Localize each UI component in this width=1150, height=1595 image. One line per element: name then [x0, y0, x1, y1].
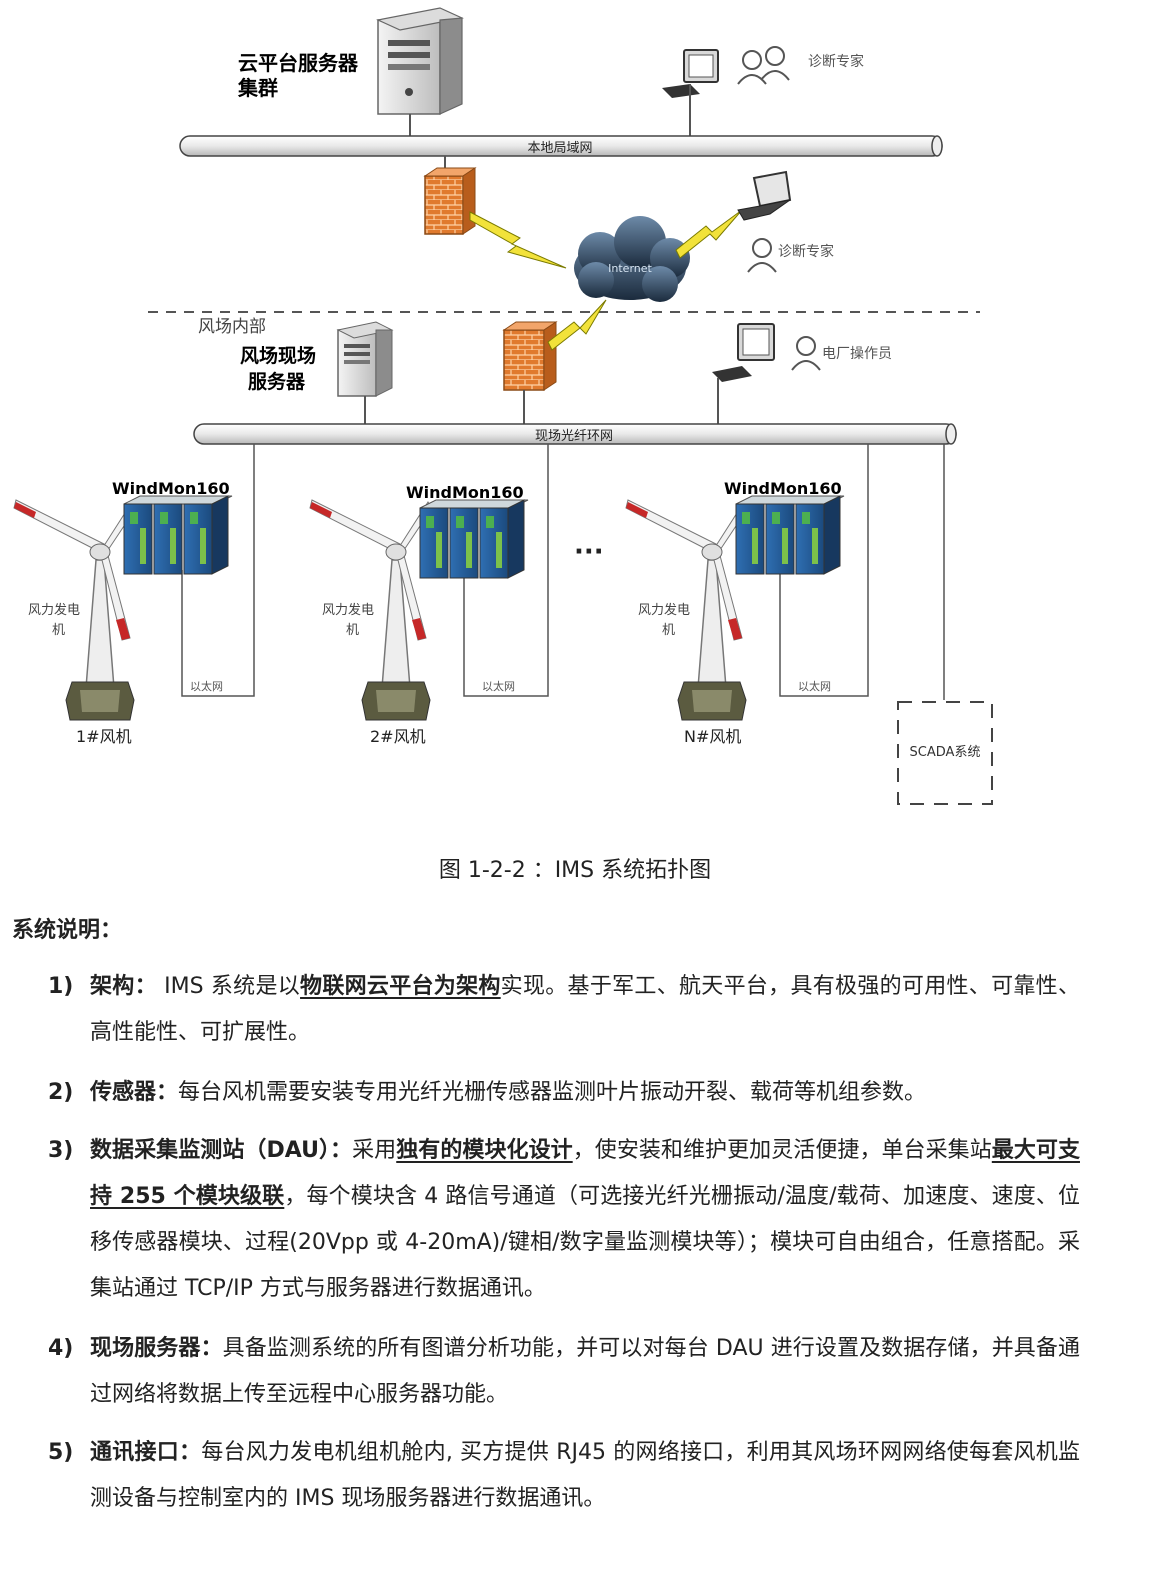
internet-cloud-icon	[574, 216, 690, 302]
cloud-server-label-1: 云平台服务器	[238, 51, 359, 75]
ethernet-label-2: 以太网	[482, 680, 515, 693]
item-text: 每台风力发电机组机舱内, 买方提供 RJ45 的网络接口，利用其风场环网网络使每…	[90, 1440, 1080, 1511]
windmon-dau-icon	[735, 495, 845, 575]
item-emphasis: 物联网云平台为架构	[300, 974, 501, 999]
firewall-icon	[423, 167, 477, 235]
item-number: 1)	[48, 974, 74, 999]
cloud-server-label-2: 集群	[237, 76, 278, 100]
item-emphasis: 最大可支持 255 个模块级联	[90, 1138, 1080, 1209]
list-item: 1) 架构： IMS 系统是以物联网云平台为架构实现。基于军工、航天平台，具有极…	[48, 964, 1080, 1056]
scada-label: SCADA系统	[910, 745, 981, 760]
cloud-server-icon	[376, 7, 464, 115]
item-text: 实现。基于军工、航天平台，具有极强的可用性、可靠性、高性能性、可扩展性。	[90, 974, 1080, 1045]
item-number: 4)	[48, 1336, 74, 1361]
wind-turbine-n	[625, 499, 749, 721]
windmon-dau-icon	[123, 495, 233, 575]
workstation-icon	[712, 323, 775, 382]
wind-farm-inside-label: 风场内部	[198, 317, 266, 337]
list-item: 5) 通讯接口：每台风力发电机组机舱内, 买方提供 RJ45 的网络接口，利用其…	[48, 1430, 1080, 1522]
turbine-type-label-nb: 机	[662, 623, 675, 638]
wind-turbine-1	[13, 499, 137, 721]
ims-topology-diagram: 云平台服务器 集群 诊断专家 本地局域网 Internet	[13, 7, 993, 805]
diag-expert-label-1: 诊断专家	[808, 53, 864, 70]
item-text: 具备监测系统的所有图谱分析功能，并可以对每台 DAU 进行设置及数据存储，并具备…	[90, 1336, 1080, 1407]
internet-label: Internet	[608, 262, 652, 275]
fiber-ring-bus	[193, 423, 957, 445]
local-lan-bus	[179, 135, 943, 157]
diag-expert-label-2: 诊断专家	[778, 243, 834, 260]
item-emphasis: 独有的模块化设计	[396, 1138, 573, 1163]
item-text: IMS 系统是以	[156, 974, 301, 999]
figure-caption: 图 1-2-2 ：IMS 系统拓扑图	[438, 858, 712, 883]
wireless-link-icon	[469, 211, 567, 269]
windmon-label-2: WindMon160	[406, 483, 524, 502]
expert-group-icon	[737, 46, 790, 85]
item-text: 每台风机需要安装专用光纤光栅传感器监测叶片振动开裂、载荷等机组参数。	[178, 1080, 927, 1105]
ethernet-label-1: 以太网	[190, 680, 223, 693]
turbine-type-label-1a: 风力发电	[28, 602, 80, 618]
operator-icon	[791, 336, 821, 371]
turbine-name-1: 1#风机	[76, 727, 132, 746]
list-item: 3) 数据采集监测站（DAU）：采用独有的模块化设计，使安装和维护更加灵活便捷，…	[48, 1128, 1080, 1312]
firewall-icon	[502, 321, 558, 391]
farm-server-label-1: 风场现场	[240, 345, 316, 367]
wireless-link-icon	[547, 299, 607, 351]
fiber-ring-label: 现场光纤环网	[535, 429, 613, 444]
laptop-icon	[737, 170, 792, 221]
item-label: 现场服务器：	[90, 1336, 223, 1361]
item-text: ，每个模块含 4 路信号通道（可选接光纤光栅振动/温度/载荷、加速度、速度、位移…	[90, 1184, 1081, 1301]
turbine-name-2: 2#风机	[370, 727, 426, 746]
item-label: 架构：	[90, 974, 157, 999]
turbine-type-label-na: 风力发电	[638, 602, 690, 618]
turbine-name-n: N#风机	[684, 727, 741, 746]
plant-operator-label: 电厂操作员	[822, 346, 892, 362]
farm-server-label-2: 服务器	[248, 370, 306, 393]
windmon-label-1: WindMon160	[112, 479, 230, 498]
turbine-ellipsis: ···	[574, 537, 604, 567]
ethernet-label-n: 以太网	[798, 680, 831, 693]
farm-server-icon	[336, 321, 394, 397]
item-text: ，使安装和维护更加灵活便捷，单台采集站	[572, 1138, 992, 1163]
item-number: 2)	[48, 1080, 74, 1105]
turbine-type-label-1b: 机	[52, 623, 65, 638]
item-label: 通讯接口：	[90, 1440, 202, 1465]
expert-icon	[747, 238, 777, 273]
list-item: 4) 现场服务器：具备监测系统的所有图谱分析功能，并可以对每台 DAU 进行设置…	[48, 1326, 1080, 1418]
item-number: 3)	[48, 1138, 74, 1163]
item-number: 5)	[48, 1440, 74, 1465]
scada-box	[897, 701, 993, 805]
windmon-dau-icon	[419, 499, 529, 579]
list-item: 2) 传感器：每台风机需要安装专用光纤光栅传感器监测叶片振动开裂、载荷等机组参数…	[48, 1070, 1080, 1116]
turbine-type-label-2b: 机	[346, 623, 359, 638]
section-title: 系统说明：	[12, 918, 123, 943]
windmon-label-n: WindMon160	[724, 479, 842, 498]
turbine-type-label-2a: 风力发电	[322, 602, 374, 618]
item-label: 数据采集监测站（DAU）：	[90, 1138, 353, 1163]
wireless-link-icon	[675, 209, 743, 259]
item-text: 采用	[352, 1138, 397, 1163]
item-label: 传感器：	[90, 1080, 179, 1105]
lan-label: 本地局域网	[527, 141, 592, 156]
